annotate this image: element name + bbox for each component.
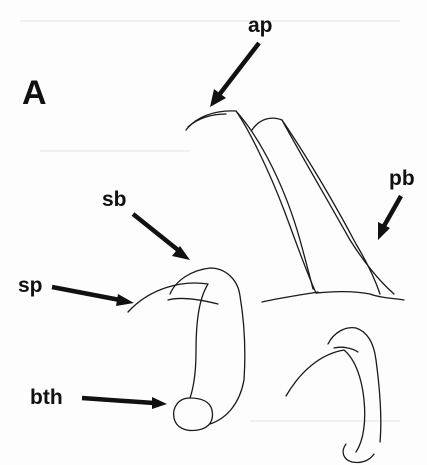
label-sb: sb: [102, 188, 127, 211]
claw-base-tooth: [174, 398, 213, 431]
right-claw-blade: [286, 350, 365, 452]
arrow-bth: [82, 397, 167, 409]
long-bristles: [186, 111, 404, 302]
bristle-1-inner: [236, 111, 316, 293]
claw-secondary-blade: [168, 298, 218, 304]
label-bth: bth: [30, 386, 63, 409]
panel-label: A: [22, 74, 47, 112]
arrow-sb: [133, 214, 190, 260]
right-claw: [286, 328, 381, 463]
label-sp: sp: [18, 274, 43, 297]
arrow-ap: [210, 43, 259, 107]
bristle-2-outer: [252, 118, 380, 294]
arrow-pb: [378, 196, 401, 240]
label-pb: pb: [389, 167, 415, 190]
label-ap: ap: [248, 14, 273, 37]
right-claw-spine: [328, 328, 381, 442]
bristle-base: [262, 292, 404, 302]
bristle-1-tip: [188, 114, 226, 127]
left-claw: [128, 268, 245, 431]
arrow-sp: [52, 287, 134, 306]
